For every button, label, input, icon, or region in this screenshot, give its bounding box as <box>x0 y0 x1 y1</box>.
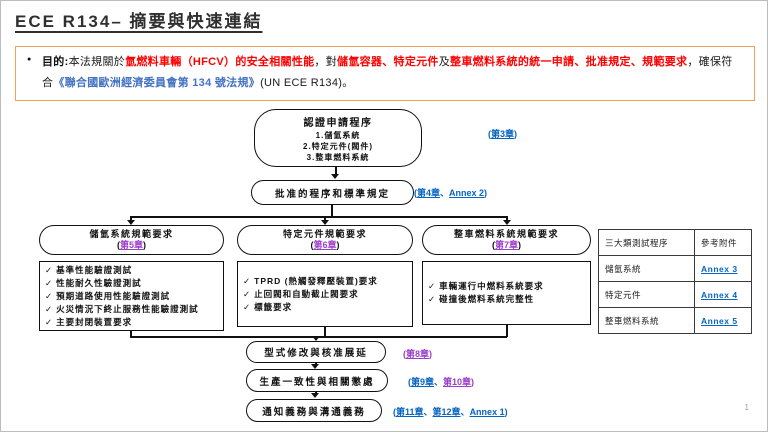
checklist-item: ✓TPRD (熱觸發釋壓裝置)要求 <box>243 275 378 286</box>
link-chapter-4-annex-2[interactable]: (第4章、Annex 2) <box>414 188 488 198</box>
checklist-item: ✓車輛運行中燃料系統要求 <box>428 281 544 291</box>
check-icon: ✓ <box>45 277 54 288</box>
flow-node-label: 批准的程序和標準規定 <box>274 188 390 200</box>
purpose-segment: 目的: <box>42 56 69 68</box>
table-cell: 儲氫系統 <box>599 256 695 282</box>
flow-node-label: 型式修改與核准展延 <box>264 348 368 359</box>
purpose-segment: 《聯合國歐洲經濟委員會第 134 號法規》 <box>53 77 261 89</box>
table-header-cell: 參考附件 <box>695 230 752 256</box>
arrow-down-icon <box>503 220 511 225</box>
page-number: 1 <box>744 403 749 412</box>
connector-line <box>331 205 333 216</box>
flow-node-label: 生產一致性與相關懲處 <box>259 376 375 388</box>
flow-node-storage-system-requirements: 儲氫系統規範要求 (第5章) <box>39 225 224 255</box>
checklist-item: ✓主要封閉裝置要求 <box>45 316 133 327</box>
flow-node-label: 整車燃料系統規範要求 <box>453 229 559 239</box>
check-icon: ✓ <box>45 264 54 275</box>
flow-node-label: 通知義務與溝通義務 <box>262 406 366 418</box>
purpose-segment: ，確保符合 <box>42 56 733 89</box>
check-icon: ✓ <box>243 301 252 312</box>
checklist-item: ✓基準性能驗證測試 <box>45 264 133 275</box>
check-icon: ✓ <box>243 275 252 286</box>
checklist-vehicle-fuel-system: ✓車輛運行中燃料系統要求 ✓碰撞後燃料系統完整性 <box>422 261 591 325</box>
flow-node-label: 儲氫系統規範要求 <box>89 229 174 239</box>
flow-node-notification-obligations: 通知義務與溝通義務 <box>246 399 382 422</box>
flow-node-title: 認證申請程序 <box>303 117 373 129</box>
table-header-cell: 三大類測試程序 <box>599 230 695 256</box>
arrow-down-icon <box>331 174 339 179</box>
check-icon: ✓ <box>45 303 54 314</box>
link-chapter-8[interactable]: (第8章) <box>403 349 433 359</box>
flow-node-item: 2.特定元件(閥件) <box>303 141 373 151</box>
page-title: ECE R134– 摘要與快速連結 <box>15 12 263 31</box>
purpose-segment: 及 <box>438 56 451 68</box>
link-chapter-11-12-annex-1[interactable]: (第11章、第12章、Annex 1) <box>393 407 508 417</box>
check-icon: ✓ <box>428 294 437 304</box>
check-icon: ✓ <box>45 290 54 301</box>
link-annex-4[interactable]: Annex 4 <box>701 290 738 300</box>
connector-line <box>324 216 326 221</box>
check-icon: ✓ <box>243 288 252 299</box>
table-cell: 特定元件 <box>599 282 695 308</box>
link-chapter-3[interactable]: (第3章) <box>488 129 518 139</box>
bullet-icon: ● <box>27 56 32 63</box>
table-cell: Annex 5 <box>695 308 752 334</box>
connector-line <box>335 167 337 175</box>
checklist-specific-components: ✓TPRD (熱觸發釋壓裝置)要求 ✓止回閥和自動截止閥要求 ✓標籤要求 <box>237 261 413 327</box>
arrow-down-icon <box>311 393 319 398</box>
connector-line <box>130 331 132 337</box>
checklist-item: ✓碰撞後燃料系統完整性 <box>428 294 535 304</box>
connector-line <box>506 325 508 337</box>
link-annex-5[interactable]: Annex 5 <box>701 316 738 326</box>
arrow-down-icon <box>312 336 320 341</box>
purpose-text: 目的:本法規關於氫燃料車輛（HFCV）的安全相關性能，對儲氫容器、特定元件及整車… <box>16 47 754 94</box>
checklist-item: ✓止回閥和自動截止閥要求 <box>243 288 359 299</box>
link-chapter-6[interactable]: (第6章) <box>310 240 340 250</box>
arrow-down-icon <box>127 220 135 225</box>
connector-line <box>324 327 326 337</box>
checklist-item: ✓性能耐久性驗證測試 <box>45 277 142 288</box>
annex-table: 三大類測試程序 參考附件 儲氫系統 Annex 3 特定元件 Annex 4 整… <box>598 229 752 334</box>
link-chapter-7[interactable]: (第7章) <box>491 240 521 250</box>
flow-node-vehicle-fuel-system-requirements: 整車燃料系統規範要求 (第7章) <box>422 225 591 255</box>
checklist-item: ✓標籤要求 <box>243 301 293 312</box>
checklist-storage-system: ✓基準性能驗證測試 ✓性能耐久性驗證測試 ✓預期道路使用性能驗證測試 ✓火災情況… <box>39 261 224 331</box>
flow-node-item: 1.儲氫系統 <box>315 130 361 140</box>
link-chapter-9-10[interactable]: (第9章、第10章) <box>408 377 475 387</box>
table-cell: Annex 3 <box>695 256 752 282</box>
purpose-segment: 儲氫容器、特定元件 <box>337 56 439 68</box>
table-cell: 整車燃料系統 <box>599 308 695 334</box>
purpose-segment: ，對 <box>314 56 338 68</box>
arrow-down-icon <box>321 220 329 225</box>
purpose-segment: 本法規關於 <box>68 56 126 68</box>
flow-node-conformity-of-production: 生產一致性與相關懲處 <box>246 369 388 392</box>
connector-line <box>130 216 132 221</box>
purpose-segment: 整車燃料系統的統一申請、批准規定、規範要求 <box>450 56 688 68</box>
checklist-item: ✓火災情況下終止服務性能驗證測試 <box>45 303 199 314</box>
check-icon: ✓ <box>45 316 54 327</box>
link-annex-3[interactable]: Annex 3 <box>701 264 738 274</box>
flow-node-certification-application: 認證申請程序 1.儲氫系統 2.特定元件(閥件) 3.整車燃料系統 <box>254 109 422 167</box>
flow-node-label: 特定元件規範要求 <box>282 229 367 239</box>
checklist-item: ✓預期道路使用性能驗證測試 <box>45 290 171 301</box>
arrow-down-icon <box>311 364 319 369</box>
flow-node-item: 3.整車燃料系統 <box>306 152 370 162</box>
table-cell: Annex 4 <box>695 282 752 308</box>
purpose-segment: 氫燃料車輛（HFCV）的安全相關性能 <box>125 56 315 68</box>
flow-node-specific-components-requirements: 特定元件規範要求 (第6章) <box>237 225 413 255</box>
connector-line <box>506 216 508 221</box>
connector-line <box>131 216 508 218</box>
link-chapter-5[interactable]: (第5章) <box>116 240 146 250</box>
purpose-segment: (UN ECE R134)。 <box>260 77 354 89</box>
flow-node-type-modification: 型式修改與核准展延 <box>246 341 386 363</box>
flow-node-approval-procedure: 批准的程序和標準規定 <box>251 180 414 205</box>
check-icon: ✓ <box>428 281 437 291</box>
purpose-box: ● 目的:本法規關於氫燃料車輛（HFCV）的安全相關性能，對儲氫容器、特定元件及… <box>15 46 755 101</box>
